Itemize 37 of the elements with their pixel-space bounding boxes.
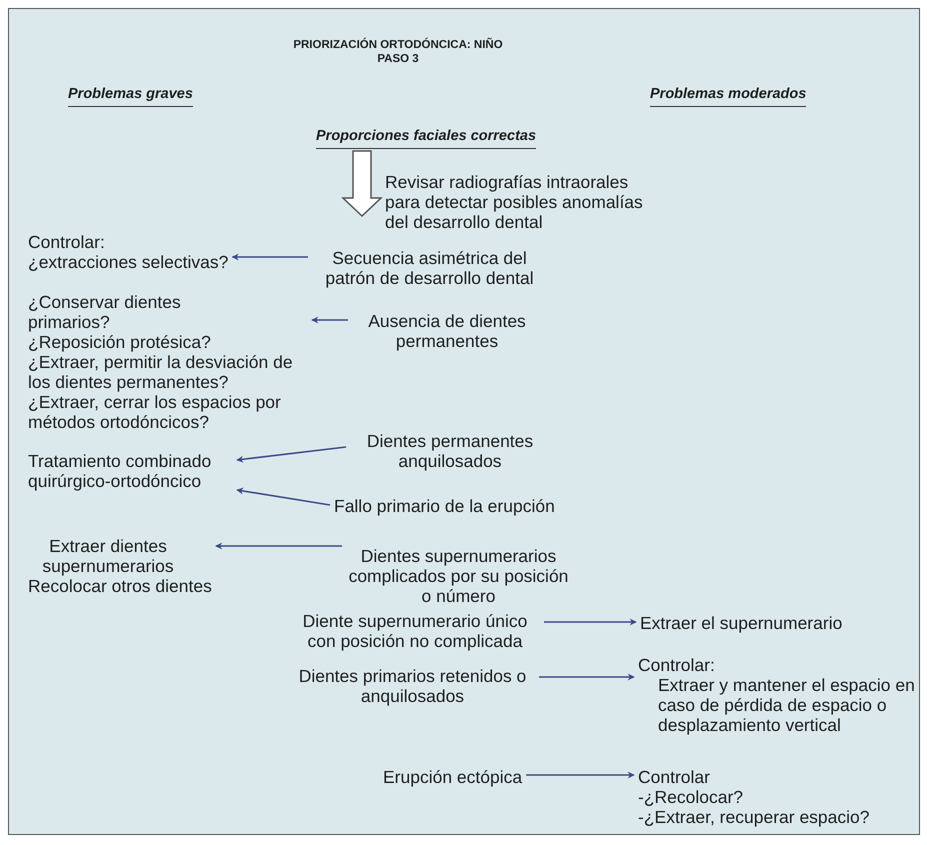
flow-text: Recolocar otros dientes bbox=[28, 576, 212, 596]
arrow bbox=[539, 674, 635, 680]
column-heading: Problemas moderados bbox=[650, 86, 806, 107]
arrow bbox=[544, 618, 637, 626]
flow-text: Controlar bbox=[638, 767, 711, 787]
flow-text: ¿Reposición protésica? bbox=[28, 332, 212, 352]
flow-text: Secuencia asimétrica del patrón de desarrollo dental bbox=[324, 248, 535, 288]
flow-text: Extraer el supernumerario bbox=[640, 613, 842, 633]
title: PRIORIZACIÓN ORTODÓNCICA: NIÑO PASO 3 bbox=[293, 38, 503, 66]
flow-text: ¿Conservar dientes primarios? bbox=[28, 292, 182, 332]
arrow bbox=[232, 254, 308, 260]
flow-text: ¿extracciones selectivas? bbox=[28, 252, 228, 272]
flow-text: Revisar radiografías intraorales para detectar posibles anomalías del desarrollo dental bbox=[385, 172, 644, 232]
flow-text: -¿Extraer, recuperar espacio? bbox=[638, 807, 870, 827]
flow-text: Controlar: bbox=[28, 232, 106, 252]
arrow bbox=[311, 316, 348, 324]
section-heading: Proporciones faciales correctas bbox=[316, 128, 536, 149]
flow-text: Tratamiento combinado quirúrgico-ortodóncico bbox=[28, 451, 212, 491]
arrow bbox=[236, 446, 346, 463]
flow-text: Dientes primarios retenidos o anquilosados bbox=[298, 666, 528, 706]
flow-text: ¿Extraer, permitir la desviación de los dientes permanentes? bbox=[28, 352, 294, 392]
flow-text: Erupción ectópica bbox=[383, 767, 522, 787]
flow-text: Diente supernumerario único con posición no complicada bbox=[302, 611, 528, 651]
flow-text: Extraer dientes supernumerarios bbox=[41, 536, 175, 576]
flow-text: Extraer y mantener el espacio en caso de pérdida de espacio o desplazamiento vertical bbox=[657, 675, 916, 735]
flow-text: Controlar: bbox=[638, 655, 716, 675]
hollow-arrow bbox=[341, 150, 383, 218]
flow-text: Ausencia de dientes permanentes bbox=[367, 311, 527, 351]
flow-text: ¿Extraer, cerrar los espacios por métodos ortodóncicos? bbox=[28, 392, 282, 432]
flow-text: -¿Recolocar? bbox=[638, 787, 744, 807]
flow-text: Dientes permanentes anquilosados bbox=[366, 431, 534, 471]
flow-text: Dientes supernumerarios complicados por su posición o número bbox=[348, 546, 570, 606]
arrow bbox=[526, 772, 635, 778]
arrow bbox=[215, 542, 342, 550]
column-heading: Problemas graves bbox=[68, 86, 193, 107]
arrow bbox=[236, 488, 330, 506]
flow-text: Fallo primario de la erupción bbox=[334, 496, 555, 516]
